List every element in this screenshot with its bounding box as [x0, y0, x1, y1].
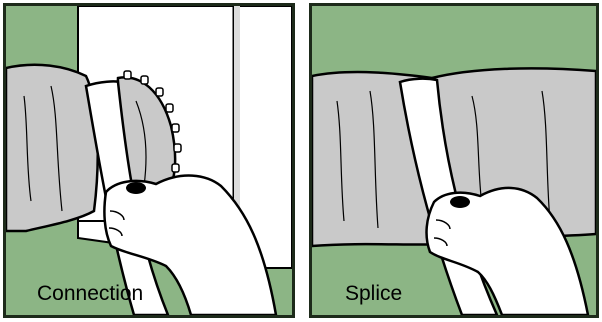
- fold-line: [135, 100, 147, 187]
- fold-line: [541, 90, 551, 222]
- hand: [425, 186, 590, 315]
- thumbnail: [126, 182, 146, 194]
- finger-lines: [108, 210, 125, 237]
- caption-splice: Splice: [345, 282, 403, 305]
- fold-line: [369, 90, 379, 229]
- finger-lines: [433, 219, 451, 247]
- splice-illustration: [312, 6, 596, 315]
- hand: [103, 174, 278, 315]
- caption-connection: Connection: [37, 282, 144, 305]
- collar-opening: [77, 220, 116, 238]
- connection-illustration: [6, 6, 292, 315]
- connection-panel: Connection: [3, 3, 295, 318]
- fold-line: [23, 95, 32, 202]
- splice-panel: Splice: [309, 3, 599, 318]
- fold-line: [471, 95, 483, 207]
- collar-beads: [123, 70, 182, 173]
- wall-side: [234, 6, 240, 261]
- fold-line: [336, 100, 345, 222]
- fold-line: [50, 85, 63, 212]
- thumbnail: [450, 196, 470, 208]
